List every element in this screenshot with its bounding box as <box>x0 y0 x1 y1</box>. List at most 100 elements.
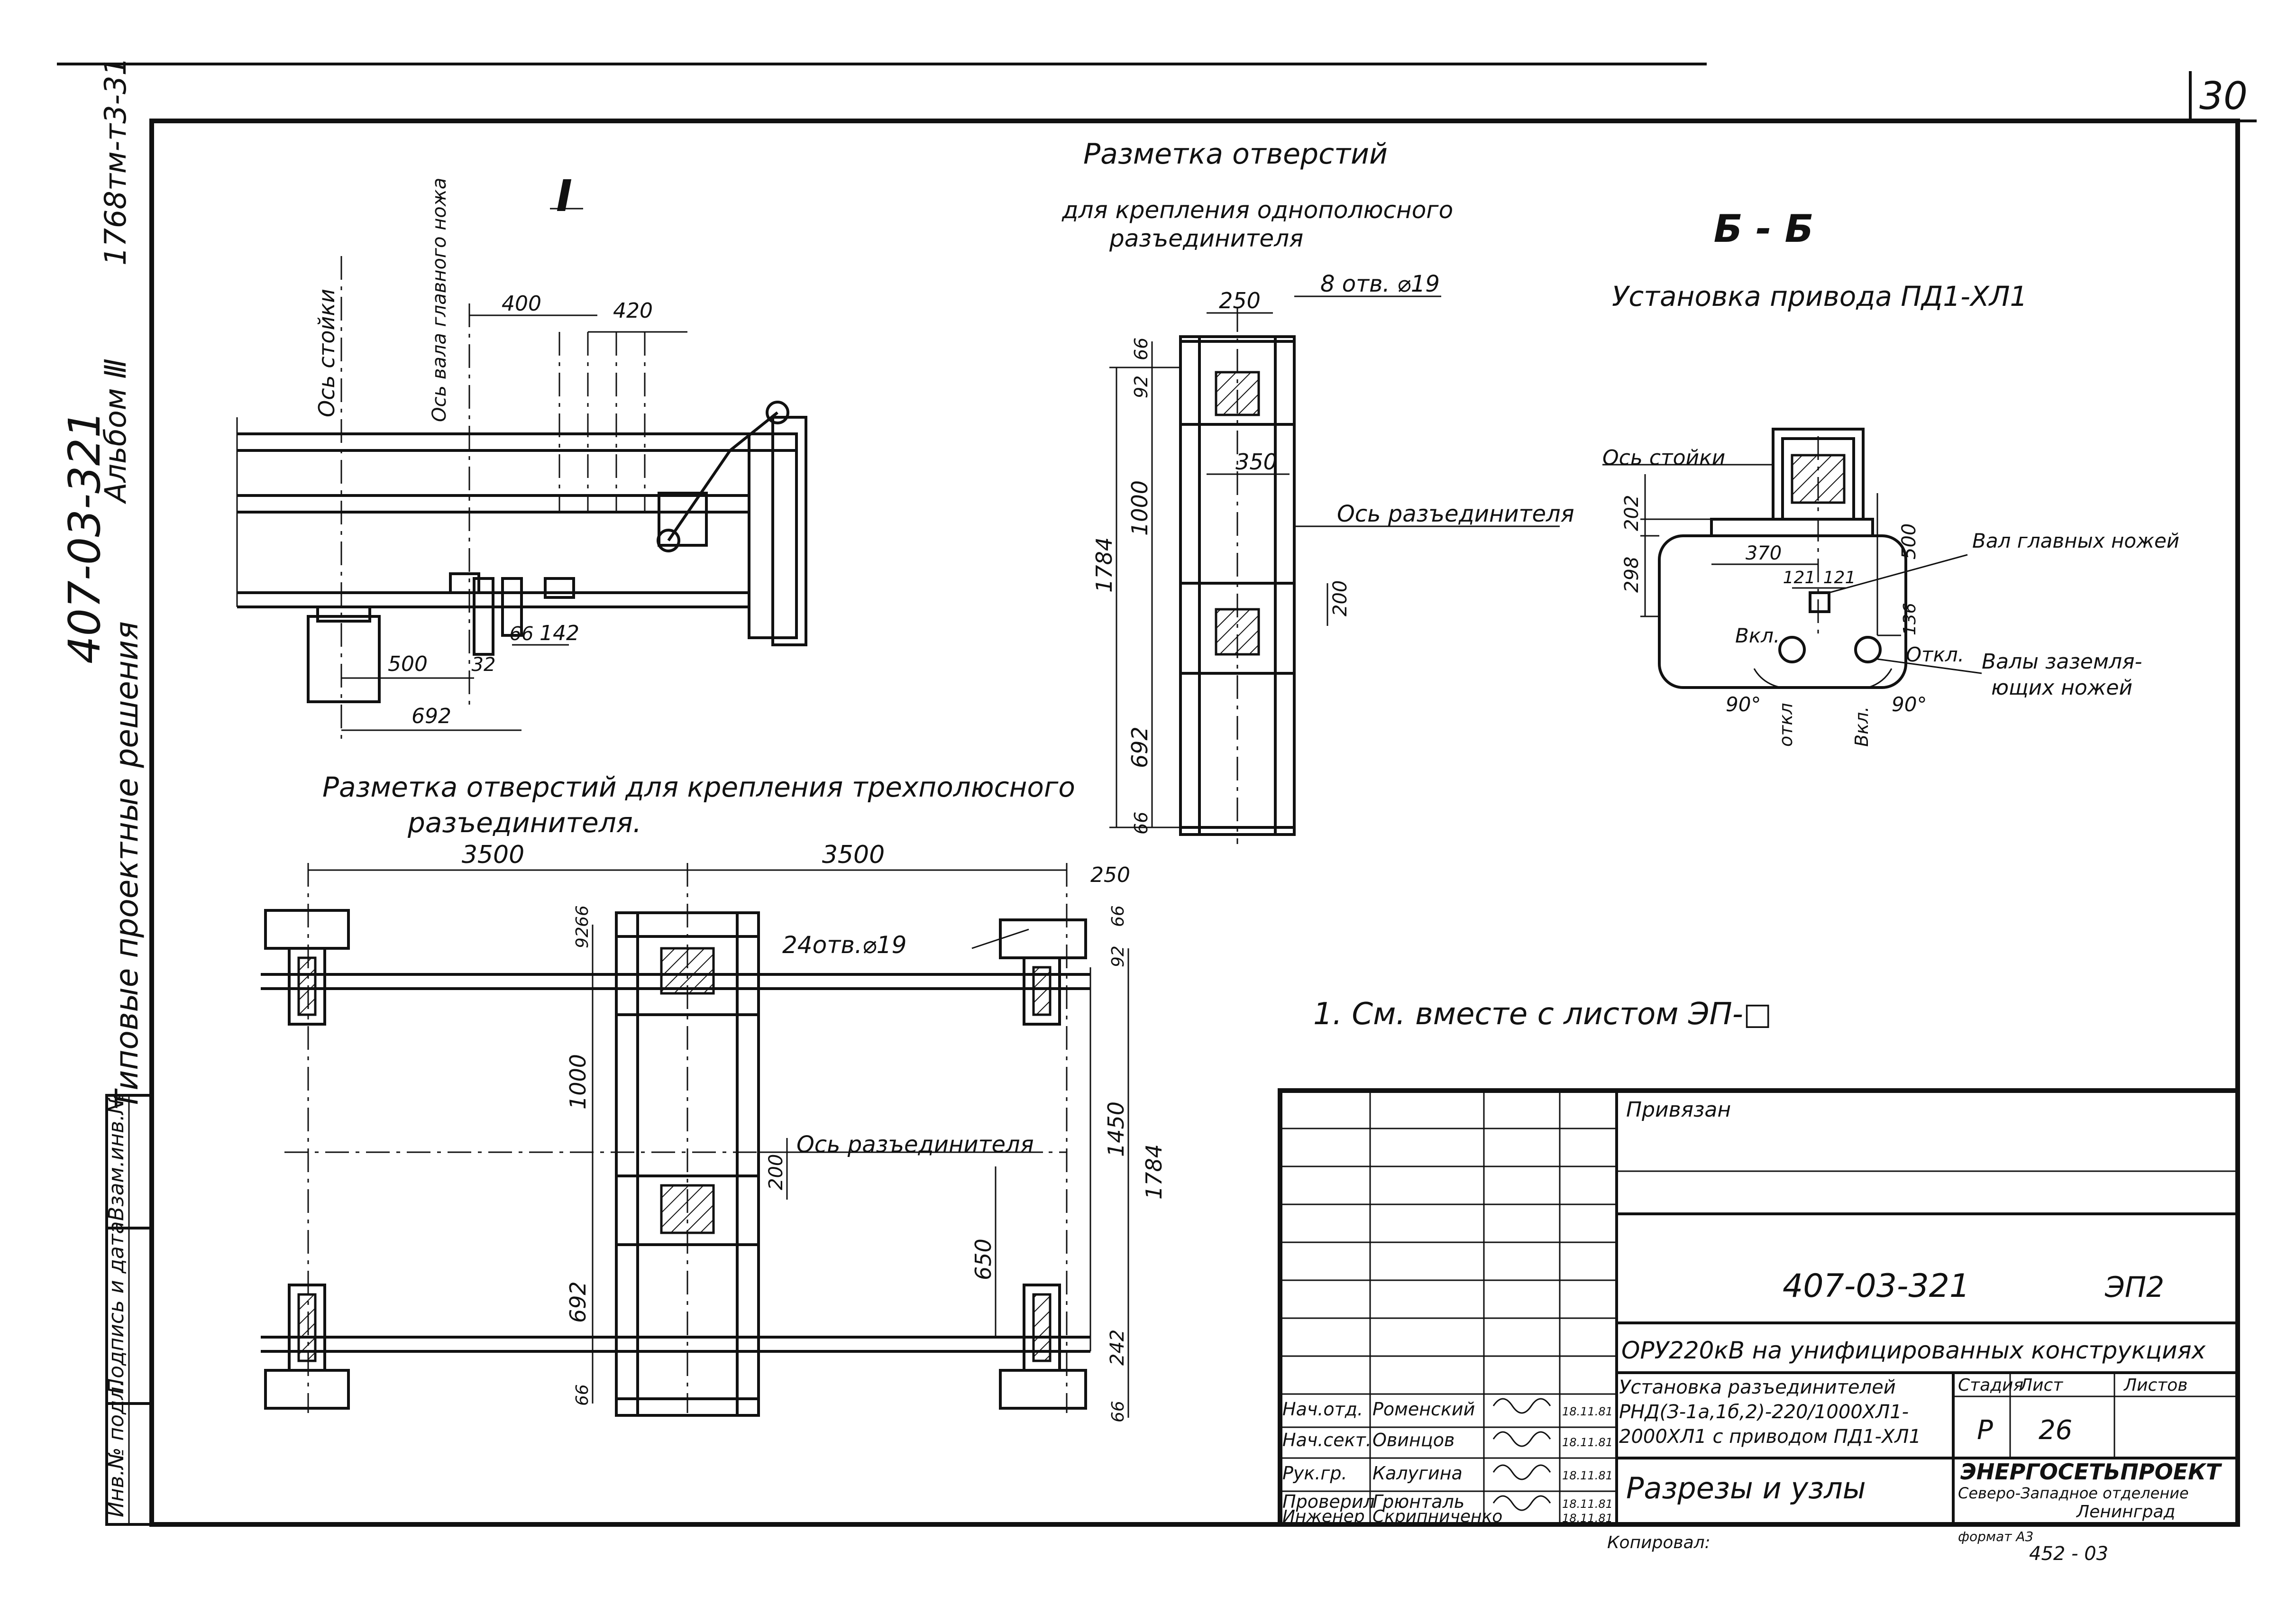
bb-dim-136: 136 <box>1900 603 1920 635</box>
tb-drawing-title: Установка разъединителей РНД(З-1а,1б,2)-… <box>1619 1376 1921 1448</box>
single-holes: 8 отв. ⌀19 <box>1320 271 1440 297</box>
bb-angle-left: 90° <box>1726 693 1761 716</box>
bb-subtitle: Установка привода ПД1-ХЛ1 <box>1612 280 2027 312</box>
signature-scribble-1 <box>1492 1398 1551 1414</box>
signature-scribble-3 <box>1492 1464 1551 1480</box>
role-5: Инженер <box>1282 1507 1365 1526</box>
three-dim-692: 692 <box>565 1281 591 1323</box>
view-I <box>236 208 807 740</box>
name-2: Овинцов <box>1372 1430 1454 1450</box>
tb-drawing-title-box: Установка разъединителей РНД(З-1а,1б,2)-… <box>1619 1376 1921 1448</box>
view-I-dim-400: 400 <box>502 292 541 316</box>
bb-main-shaft: Вал главных ножей <box>1972 529 2179 552</box>
view-I-axis-shaft: Ось вала главного ножа <box>429 178 450 422</box>
bb-on-1: Вкл. <box>1735 624 1780 647</box>
single-dim-1784: 1784 <box>1091 537 1117 593</box>
date-2: 18.11.81 <box>1562 1436 1613 1449</box>
single-title-3: разъединителя <box>1109 225 1303 252</box>
single-dim-92: 92 <box>1131 376 1152 398</box>
three-dim-1450: 1450 <box>1103 1101 1129 1157</box>
project-number-rotated: 407-03-321 <box>59 410 110 664</box>
left-stamp <box>105 1094 153 1526</box>
album-label: Альбом Ⅲ <box>98 358 133 505</box>
date-3: 18.11.81 <box>1562 1469 1613 1482</box>
bb-dim-500: 500 <box>1898 523 1920 560</box>
three-dim-92: 92 <box>573 927 592 948</box>
three-dim-66d: 66 <box>1108 905 1128 927</box>
date-4: 18.11.81 <box>1562 1497 1613 1511</box>
stamp-sign-date: Подпись и дата <box>104 1221 128 1394</box>
single-dim-1000: 1000 <box>1127 480 1153 536</box>
view-I-axis-post: Ось стойки <box>314 289 339 417</box>
sheet-id: 452 - 03 <box>2029 1543 2108 1565</box>
bb-dim-298: 298 <box>1621 557 1643 593</box>
single-dim-66-top: 66 <box>1131 338 1152 360</box>
three-axis: Ось разъединителя <box>796 1131 1034 1158</box>
tb-tied: Привязан <box>1626 1098 1731 1122</box>
single-title-2: для крепления однополюсного <box>1061 196 1453 224</box>
bb-title: Б - Б <box>1714 207 1814 251</box>
bb-off-1: Откл. <box>1906 643 1964 666</box>
role-1: Нач.отд. <box>1282 1399 1363 1420</box>
date-5: 18.11.81 <box>1562 1512 1613 1525</box>
three-dim-250: 250 <box>1090 863 1130 887</box>
bb-dim-121b: 121 <box>1823 568 1856 587</box>
view-I-dim-420: 420 <box>613 299 653 323</box>
three-dim-242: 242 <box>1107 1330 1128 1366</box>
single-dim-66-bottom: 66 <box>1131 812 1152 835</box>
series-title: Типовые проектные решения <box>109 621 145 1110</box>
three-dim-92b: 92 <box>1108 945 1128 967</box>
tb-stage-label: Стадия <box>1958 1376 2023 1395</box>
role-3: Рук.гр. <box>1282 1463 1347 1484</box>
copied-label: Копировал: <box>1607 1533 1711 1552</box>
bb-axis-post: Ось стойки <box>1602 446 1725 470</box>
tb-project-name: ОРУ220кВ на унифицированных конструкциях <box>1621 1337 2206 1364</box>
tb-doc-number: 407-03-321 <box>1783 1267 1970 1305</box>
bb-dim-121a: 121 <box>1783 568 1816 587</box>
tb-org-city: Ленинград <box>2076 1502 2175 1522</box>
format-label: формат А3 <box>1958 1529 2033 1544</box>
tb-org-branch: Северо-Западное отделение <box>1958 1484 2189 1502</box>
bb-angle-right: 90° <box>1892 693 1927 716</box>
tb-org-name: ЭНЕРГОСЕТЬПРОЕКТ <box>1960 1459 2223 1485</box>
page-number: 30 <box>2199 74 2248 118</box>
name-3: Калугина <box>1372 1463 1463 1484</box>
name-4: Грюнталь <box>1372 1491 1464 1512</box>
single-pole-frame <box>1109 295 1560 844</box>
bb-dim-202: 202 <box>1621 495 1643 531</box>
stamp-inv: Инв.№ подл. <box>104 1380 128 1517</box>
three-dim-650: 650 <box>970 1239 996 1280</box>
note-text: 1. См. вместе с листом ЭП-□ <box>1313 997 1772 1032</box>
three-dim-1784: 1784 <box>1141 1144 1167 1200</box>
name-1: Роменский <box>1372 1399 1475 1420</box>
sheet-code-rotated: 1768тм-т3-31 <box>98 57 133 266</box>
tb-drawing-subtitle: Разрезы и узлы <box>1626 1471 1866 1505</box>
single-title-1: Разметка отверстий <box>1083 138 1388 171</box>
bb-earth-shafts-1: Валы заземля- <box>1982 650 2142 674</box>
view-I-dim-66: 66 <box>510 623 534 645</box>
stamp-replace-inv: Взам.инв.№ <box>104 1092 128 1221</box>
single-dim-200: 200 <box>1329 580 1351 616</box>
view-I-dim-692: 692 <box>412 704 451 728</box>
single-axis: Ось разъединителя <box>1337 501 1574 527</box>
tb-sheet-code: ЭП2 <box>2104 1271 2164 1304</box>
three-dim-66c: 66 <box>573 1384 592 1406</box>
role-2: Нач.сект. <box>1282 1430 1372 1450</box>
bb-on-2: Вкл. <box>1851 706 1872 747</box>
date-1: 18.11.81 <box>1562 1405 1613 1418</box>
three-holes: 24отв.⌀19 <box>782 931 906 959</box>
view-I-dim-500: 500 <box>388 652 428 676</box>
tb-sheet-label: Лист <box>2019 1376 2063 1395</box>
name-5: Скрипниченко <box>1372 1507 1502 1526</box>
three-title-1: Разметка отверстий для крепления трехпол… <box>322 771 1075 803</box>
tb-stage: Р <box>1977 1415 1993 1446</box>
three-dim-66a: 66 <box>573 905 592 927</box>
three-dim-66b: 66 <box>1108 1401 1128 1422</box>
three-pole-frame <box>261 863 1129 1418</box>
view-I-title: I <box>556 171 572 221</box>
three-dim-200: 200 <box>765 1154 787 1190</box>
view-I-dim-32: 32 <box>472 654 496 676</box>
single-dim-692: 692 <box>1127 726 1153 768</box>
tb-sheets-label: Листов <box>2123 1376 2187 1395</box>
